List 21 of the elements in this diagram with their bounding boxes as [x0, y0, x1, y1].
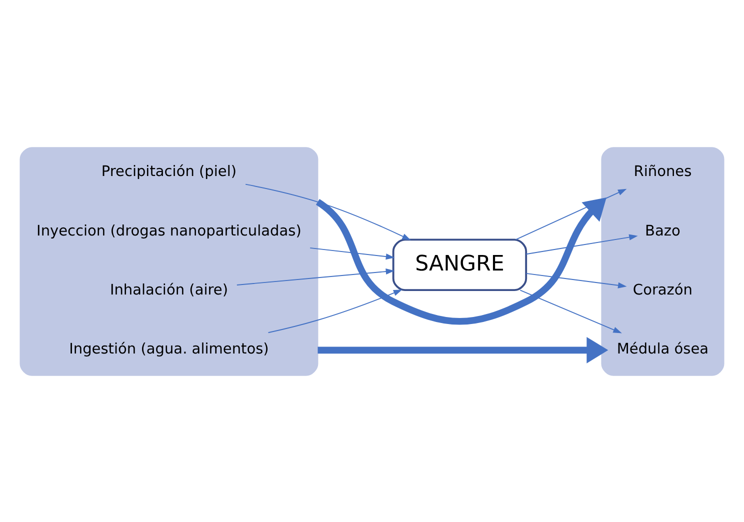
arrow [316, 197, 606, 324]
node-text: Inhalación (aire) [110, 282, 228, 298]
node-text: Inyeccion (drogas nanoparticuladas) [36, 222, 302, 239]
node-text: Corazón [632, 282, 693, 298]
arrow [310, 246, 395, 260]
arrow [268, 289, 402, 333]
arrow [318, 336, 608, 363]
arrow [515, 188, 627, 240]
node-text: Precipitación (piel) [101, 164, 237, 180]
node-text: Riñones [634, 164, 692, 180]
cluster [601, 146, 724, 376]
cluster [20, 146, 318, 376]
node-text: Médula ósea [616, 341, 709, 358]
arrow [520, 289, 622, 333]
arrow [526, 234, 638, 254]
node-text: Ingestión (agua. alimentos) [69, 341, 269, 358]
node-box: SANGRE [392, 238, 528, 291]
arrow [526, 272, 627, 288]
arrow [245, 183, 411, 240]
node-text: Bazo [645, 222, 680, 239]
arrow [236, 268, 395, 285]
